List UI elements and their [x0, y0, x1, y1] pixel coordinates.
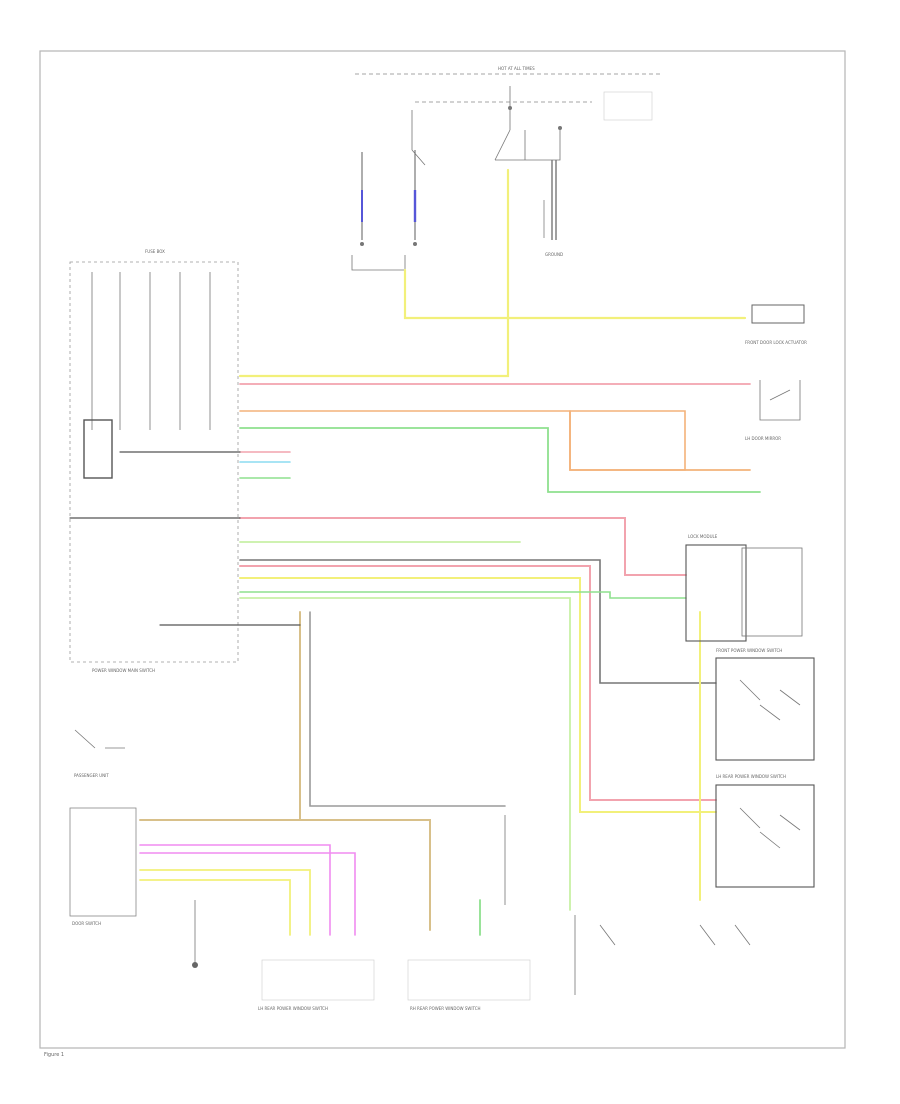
wire-lightgreen-12	[239, 597, 571, 911]
wire-yellow-18	[139, 869, 311, 936]
wire-yellow-19	[139, 879, 291, 936]
wire-green-11	[239, 591, 687, 599]
pw-switch-rear-box	[715, 784, 815, 888]
power-distribution: HOT AT ALL TIMES	[355, 66, 660, 166]
fuse-box-label: FUSE BOX	[145, 249, 165, 254]
wire-orange-4	[569, 410, 751, 471]
wire-magenta-17	[139, 852, 356, 936]
lower-section: DOOR SWITCH PASSENGER UNIT LH REAR POWER…	[69, 729, 751, 1011]
passenger-unit-label: PASSENGER UNIT	[74, 773, 109, 778]
wire-yellow-0	[238, 168, 510, 378]
pw-rear-label: LH REAR POWER WINDOW SWITCH	[716, 774, 786, 779]
wire-yellow-10	[239, 577, 717, 813]
wire-orange-3	[239, 410, 686, 471]
ecm-label: POWER WINDOW MAIN SWITCH	[92, 668, 155, 673]
lock-module-label: LOCK MODULE	[688, 534, 718, 539]
lock-module-box	[685, 544, 747, 642]
fuse-box: FUSE BOX POWER WINDOW MAIN SWITCH	[69, 249, 239, 673]
wire-gray-15	[309, 611, 506, 807]
front-door-lock-label: FRONT DOOR LOCK ACTUATOR	[745, 340, 807, 345]
rear-lh-label: LH REAR POWER WINDOW SWITCH	[258, 1006, 328, 1011]
ground-label: GROUND	[545, 252, 563, 257]
wire-pink-9	[239, 565, 717, 801]
wire-yellow-1	[403, 268, 747, 320]
right-components: FRONT DOOR LOCK ACTUATOR LH DOOR MIRROR …	[685, 304, 815, 888]
wire-magenta-16	[139, 844, 331, 936]
rear-rh-label: RH REAR POWER WINDOW SWITCH	[410, 1006, 481, 1011]
wire-pink-6	[239, 517, 687, 576]
wire-tan-13	[139, 611, 301, 821]
connector-block	[83, 419, 113, 479]
upper-leads: GROUND	[351, 150, 563, 271]
wire-harness	[69, 168, 761, 936]
page-id: Figure 1	[44, 1052, 64, 1058]
page-border	[39, 50, 846, 1049]
pw-switch-front-box	[715, 657, 815, 761]
pw-front-label: FRONT POWER WINDOW SWITCH	[716, 648, 782, 653]
power-dist-label: HOT AT ALL TIMES	[498, 66, 535, 71]
lh-mirror-label: LH DOOR MIRROR	[745, 436, 781, 441]
wire-darkgray-8	[239, 559, 717, 684]
door-switch-label: DOOR SWITCH	[72, 921, 101, 926]
wire-tan-14	[299, 819, 431, 931]
wire-green-5	[239, 427, 761, 493]
